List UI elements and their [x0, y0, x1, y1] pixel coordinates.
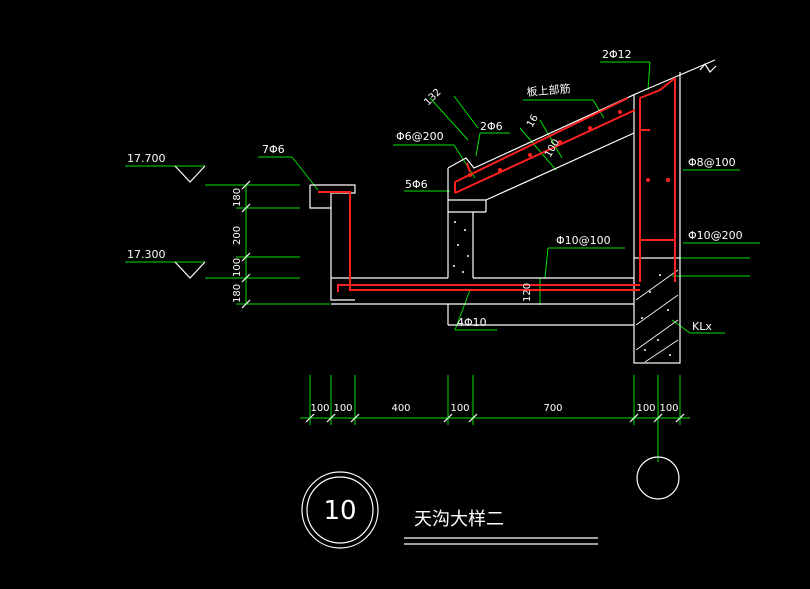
- detail-number: 10: [323, 496, 356, 526]
- hdim-5: 700: [543, 403, 562, 414]
- label-4phi10: 4Φ10: [457, 316, 487, 329]
- detail-circle-inner: [306, 476, 374, 544]
- dimension-lines: [125, 61, 760, 462]
- vdim-1: 180: [232, 188, 243, 207]
- label-slab-top: 板上部筋: [526, 81, 571, 99]
- rebar-dots: [468, 110, 670, 182]
- label-slope-16: 16: [525, 113, 541, 130]
- label-phi6-200: Φ6@200: [396, 130, 444, 143]
- hdim-7: 100: [659, 403, 678, 414]
- label-5phi6: 5Φ6: [405, 178, 428, 191]
- elevation-markers: [174, 165, 206, 279]
- label-phi10-100: Φ10@100: [556, 234, 611, 247]
- label-beam-klx: KLx: [692, 320, 712, 333]
- concrete-outline: [309, 59, 717, 364]
- drawing-title: 天沟大样二: [414, 509, 504, 530]
- label-132: 132: [422, 87, 443, 108]
- axis-circle: [636, 456, 680, 500]
- dimension-ticks: [241, 180, 685, 423]
- hdim-4: 100: [450, 403, 469, 414]
- label-slab-120: 120: [522, 283, 533, 302]
- elevation-top: 17.700: [127, 152, 166, 165]
- vdim-3: 100: [232, 258, 243, 277]
- concrete-hatch: [635, 269, 679, 363]
- hdim-1: 100: [310, 403, 329, 414]
- hdim-6: 100: [636, 403, 655, 414]
- label-7phi6: 7Φ6: [262, 143, 285, 156]
- detail-circle-outer: [301, 471, 379, 549]
- hdim-2: 100: [333, 403, 352, 414]
- elevation-bottom: 17.300: [127, 248, 166, 261]
- label-phi8-100: Φ8@100: [688, 156, 736, 169]
- label-phi10-200: Φ10@200: [688, 229, 743, 242]
- label-2phi12: 2Φ12: [602, 48, 632, 61]
- vdim-2: 200: [232, 226, 243, 245]
- label-2phi6: 2Φ6: [480, 120, 503, 133]
- hdim-3: 400: [391, 403, 410, 414]
- vdim-4: 180: [232, 284, 243, 303]
- rebar: [318, 77, 676, 292]
